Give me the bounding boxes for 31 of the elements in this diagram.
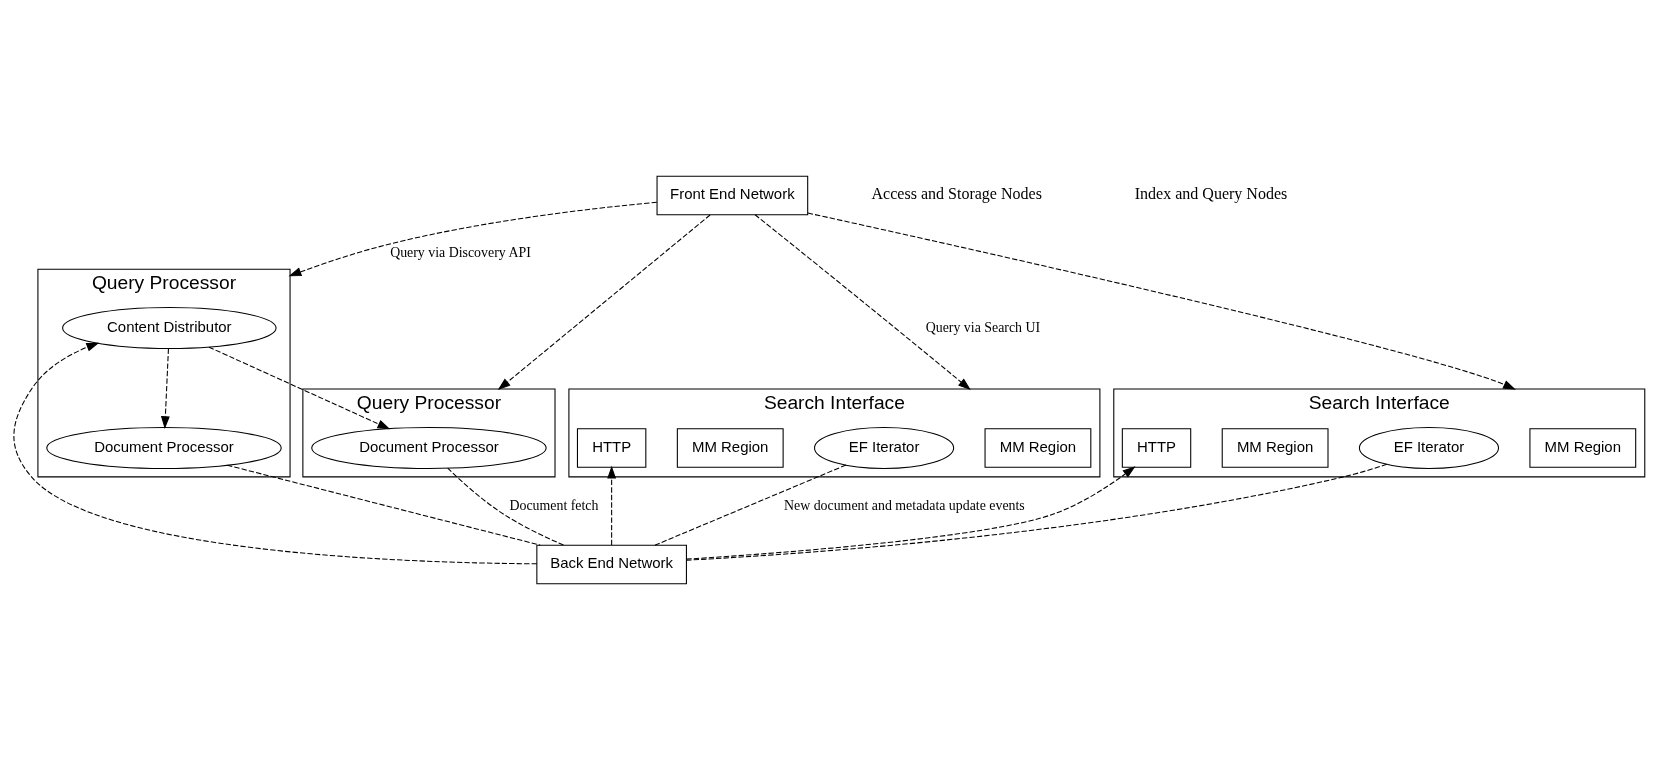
node-box: Front End Network xyxy=(656,175,809,215)
node-box: MM Region xyxy=(1221,427,1329,468)
node-box: MM Region xyxy=(1529,427,1637,468)
arrow xyxy=(208,346,391,429)
arrow xyxy=(160,347,170,429)
arrow xyxy=(607,465,617,546)
connector xyxy=(447,467,565,546)
connector xyxy=(686,463,1388,561)
arrow xyxy=(497,213,711,390)
node-ellipse: EF Iterator xyxy=(1358,426,1500,469)
arrow xyxy=(807,212,1516,390)
edge-label: New document and metadata update events xyxy=(783,497,1025,513)
connector xyxy=(654,464,847,546)
node-box: HTTP xyxy=(576,427,647,468)
label: Index and Query Nodes xyxy=(1134,184,1288,202)
arrow xyxy=(288,201,658,276)
node-ellipse: EF Iterator xyxy=(814,426,955,469)
connector xyxy=(226,464,541,546)
edge-label: Query via Discovery API xyxy=(390,244,531,260)
node-box: HTTP xyxy=(1121,427,1192,468)
node-box: MM Region xyxy=(676,427,784,468)
label: Access and Storage Nodes xyxy=(871,184,1042,202)
node-box: MM Region xyxy=(984,427,1092,468)
arrow xyxy=(754,213,971,390)
node-ellipse: Document Processor xyxy=(311,426,547,469)
arrow xyxy=(686,465,1136,560)
arrow xyxy=(13,342,538,564)
node-box: Back End Network xyxy=(536,544,687,584)
edge-label: Document fetch xyxy=(509,497,599,513)
edge-label: Query via Search UI xyxy=(925,319,1041,335)
node-ellipse: Document Processor xyxy=(46,426,282,469)
